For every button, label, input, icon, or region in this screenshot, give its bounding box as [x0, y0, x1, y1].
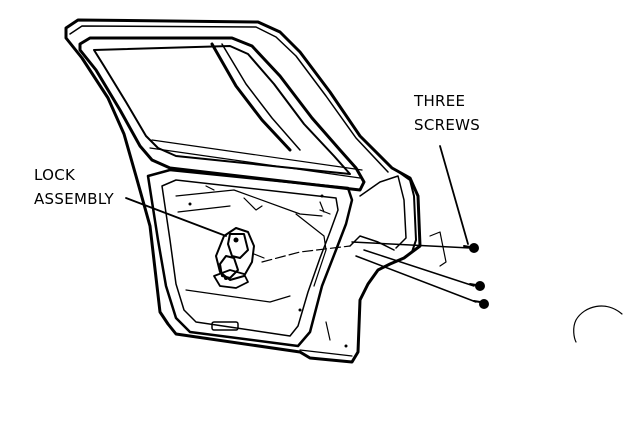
- lock-assembly: [213, 227, 265, 289]
- screw-icon: [473, 299, 489, 309]
- screw-projection-lines: [261, 241, 477, 303]
- screws-label-line-2: SCREWS: [414, 116, 480, 134]
- window-frame: [78, 36, 366, 192]
- screw-icon: [469, 281, 485, 291]
- lock-label-line-2: ASSEMBLY: [34, 190, 114, 208]
- screws-label-line-1: THREE: [413, 92, 465, 110]
- screw-icon: [463, 243, 479, 253]
- inner-door-panel: [146, 168, 354, 348]
- lock-leader-line: [125, 197, 227, 237]
- screws-leader-line: [439, 145, 469, 245]
- page-curl-mark: [573, 305, 623, 343]
- door-shell: [64, 18, 422, 364]
- lock-label-line-1: LOCK: [34, 166, 76, 184]
- door-edge: [188, 169, 447, 348]
- three-screws: [463, 243, 489, 309]
